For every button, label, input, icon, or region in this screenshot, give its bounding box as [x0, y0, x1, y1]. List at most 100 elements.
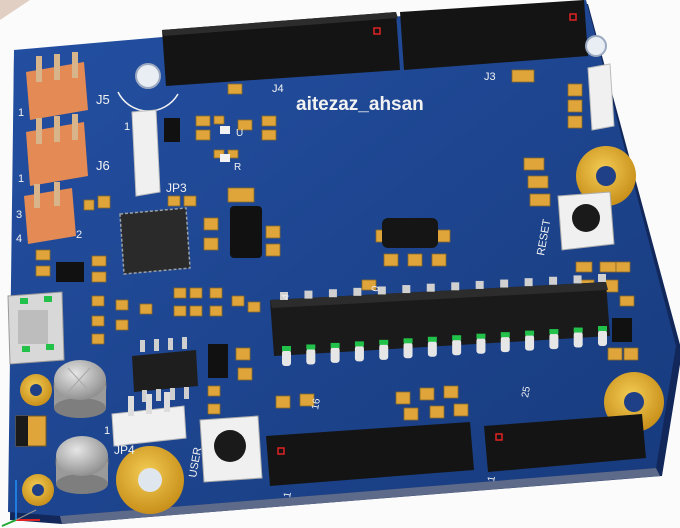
- dip-pin: [280, 292, 288, 300]
- mounting-pad-left-1: [20, 374, 52, 406]
- dip-pin: [304, 290, 313, 299]
- connector-j6: [26, 114, 88, 186]
- dip-pin-pad: [476, 333, 486, 339]
- dip-pin: [598, 330, 607, 346]
- dip-pin: [427, 340, 437, 357]
- label-j6: J6: [96, 158, 110, 173]
- dip-pin: [353, 287, 362, 296]
- header-bottom-right: [484, 414, 646, 472]
- ic-small-center: [208, 344, 228, 378]
- dip-pin: [330, 346, 340, 363]
- dip-pin: [549, 276, 558, 285]
- dip-pin-pad: [525, 330, 535, 336]
- connector-right-white: [587, 63, 615, 131]
- led-u: [220, 126, 230, 134]
- connector-j7: [24, 182, 76, 244]
- dip-pin: [282, 350, 291, 366]
- pin-1-jp4: 1: [104, 425, 110, 437]
- ic-qfn: [119, 207, 191, 275]
- dip-pin-pad: [500, 332, 510, 338]
- axis-triad-icon: [1, 480, 40, 527]
- pin-4: 4: [16, 233, 22, 245]
- led-r: [220, 154, 230, 162]
- capacitor-bottom: [55, 436, 109, 494]
- dip-pin: [426, 283, 435, 292]
- label-jp4: JP4: [114, 443, 135, 457]
- dip-pin: [500, 279, 509, 288]
- dip-pin: [306, 348, 316, 365]
- header-j3: [400, 0, 588, 70]
- micro-usb-connector: [7, 291, 65, 365]
- pin-1-bottom-right: 1: [486, 475, 498, 483]
- header-j4: [162, 12, 400, 86]
- label-j5: J5: [96, 92, 110, 107]
- dip-pin-pad: [354, 341, 364, 347]
- ic-soic: [132, 337, 198, 402]
- mounting-hole-top: [135, 63, 161, 89]
- connector-j5: [26, 52, 88, 120]
- ic-small-left: [56, 262, 84, 282]
- label-user: USER: [187, 446, 204, 478]
- dip-pin: [476, 337, 486, 354]
- dip-pin-pad: [330, 342, 340, 348]
- dip-pin: [354, 345, 364, 362]
- header-jp3: [131, 109, 180, 197]
- ic-small-right: [612, 318, 632, 342]
- dip-pin: [328, 289, 337, 298]
- pin-2: 2: [76, 229, 82, 241]
- dip-pin-pad: [573, 327, 583, 333]
- dip-pin-pad: [598, 326, 607, 331]
- ic-dip28: [270, 274, 610, 366]
- dip-pin: [524, 278, 533, 287]
- pin-25: 25: [520, 385, 533, 398]
- dip-pin: [573, 275, 582, 284]
- dip-pin-pad: [379, 339, 389, 345]
- mounting-pad-right-top: [576, 146, 636, 206]
- dip-pin: [500, 336, 510, 353]
- dip-pin-pad: [403, 338, 413, 344]
- dip-pin-pad: [549, 329, 559, 335]
- reset-button: [557, 191, 615, 251]
- background-object: [0, 0, 30, 20]
- pin-3: 3: [16, 209, 22, 221]
- dip-pin: [452, 339, 462, 356]
- label-j4: J4: [272, 83, 284, 95]
- pin-1-bottom-left: 1: [282, 491, 294, 499]
- pin-0-xtal: 0: [370, 285, 382, 293]
- pin-16: 16: [310, 397, 323, 410]
- crystal: [382, 218, 438, 248]
- smd-components: [35, 69, 639, 421]
- dip-pin: [525, 334, 535, 351]
- label-led-u: U: [236, 128, 243, 139]
- capacitor-top: [53, 360, 107, 418]
- label-led-r: R: [234, 162, 241, 173]
- mounting-pad-left-2: [22, 474, 54, 506]
- ic-regulator: [230, 206, 262, 258]
- dip-pin-pad: [427, 336, 437, 342]
- dip-pin: [549, 333, 559, 350]
- pin-1-j5: 1: [18, 107, 24, 119]
- pcb-bottom-edge: [60, 468, 660, 524]
- dip-pin-pad: [282, 346, 291, 351]
- board-title: aitezaz_ahsan: [296, 94, 424, 115]
- pin-1-jp3: 1: [124, 121, 130, 133]
- mounting-hole-top-right: [585, 35, 607, 57]
- dip-pin: [598, 274, 606, 282]
- dip-pin: [573, 331, 583, 348]
- user-button: [199, 415, 263, 483]
- pin-4-chip: 4: [280, 293, 292, 301]
- dip-pin: [403, 342, 413, 359]
- dip-pin: [402, 285, 411, 294]
- pin-1-j6: 1: [18, 173, 24, 185]
- label-jp3: JP3: [166, 181, 187, 195]
- dip-pin-pad: [306, 344, 316, 350]
- header-jp4: [111, 392, 187, 447]
- label-j3: J3: [484, 71, 496, 83]
- mounting-pad-bottom: [116, 446, 184, 514]
- tantalum-capacitor: [15, 415, 47, 447]
- header-bottom-left: [266, 422, 474, 486]
- dip-pin-pad: [452, 335, 462, 341]
- dip-pin: [377, 286, 386, 295]
